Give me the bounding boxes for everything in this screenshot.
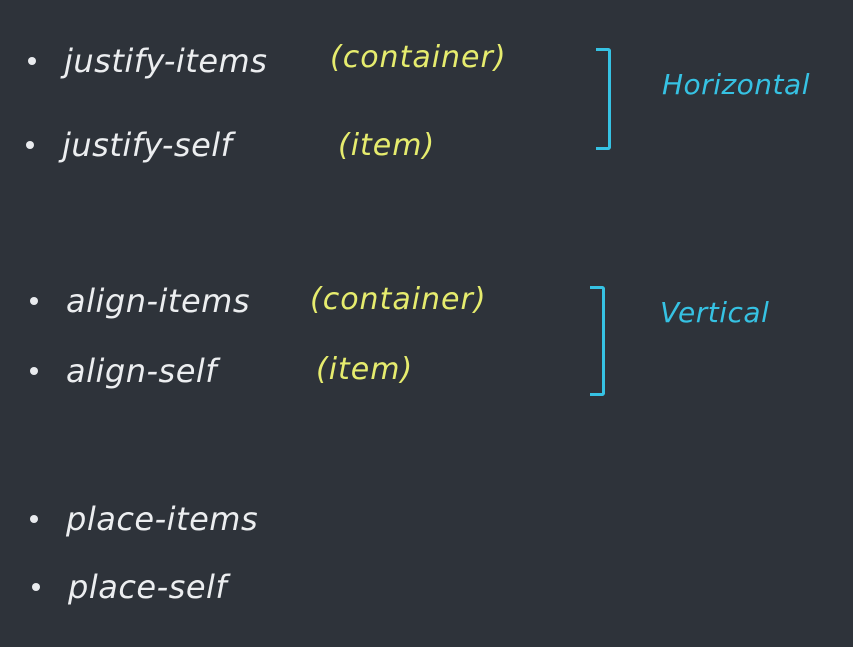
- bullet-point: [30, 367, 38, 375]
- property-label: place-items: [66, 500, 259, 538]
- bullet-line-align-self: align-self: [30, 352, 217, 390]
- bullet-point: [32, 583, 40, 591]
- axis-label-vertical: Vertical: [660, 296, 770, 329]
- bullet-point: [30, 515, 38, 523]
- property-label: align-items: [66, 282, 250, 320]
- bullet-line-justify-items: justify-items: [28, 42, 267, 80]
- role-label: (item): [338, 128, 436, 163]
- bullet-line-align-items: align-items: [30, 282, 250, 320]
- bullet-line-justify-self: justify-self: [26, 126, 232, 164]
- role-label: (item): [316, 352, 414, 387]
- property-label: align-self: [66, 352, 218, 390]
- bullet-point: [30, 297, 38, 305]
- bullet-point: [26, 141, 34, 149]
- bullet-point: [28, 57, 36, 65]
- group-bracket-vertical: [590, 286, 605, 396]
- property-label: place-self: [68, 568, 228, 606]
- role-label: (container): [330, 40, 507, 75]
- property-label: justify-self: [62, 126, 233, 164]
- axis-label-horizontal: Horizontal: [662, 68, 810, 101]
- bullet-line-place-items: place-items: [30, 500, 258, 538]
- bullet-line-place-self: place-self: [32, 568, 227, 606]
- property-label: justify-items: [64, 42, 268, 80]
- group-bracket-horizontal: [596, 48, 611, 150]
- role-label: (container): [310, 282, 487, 317]
